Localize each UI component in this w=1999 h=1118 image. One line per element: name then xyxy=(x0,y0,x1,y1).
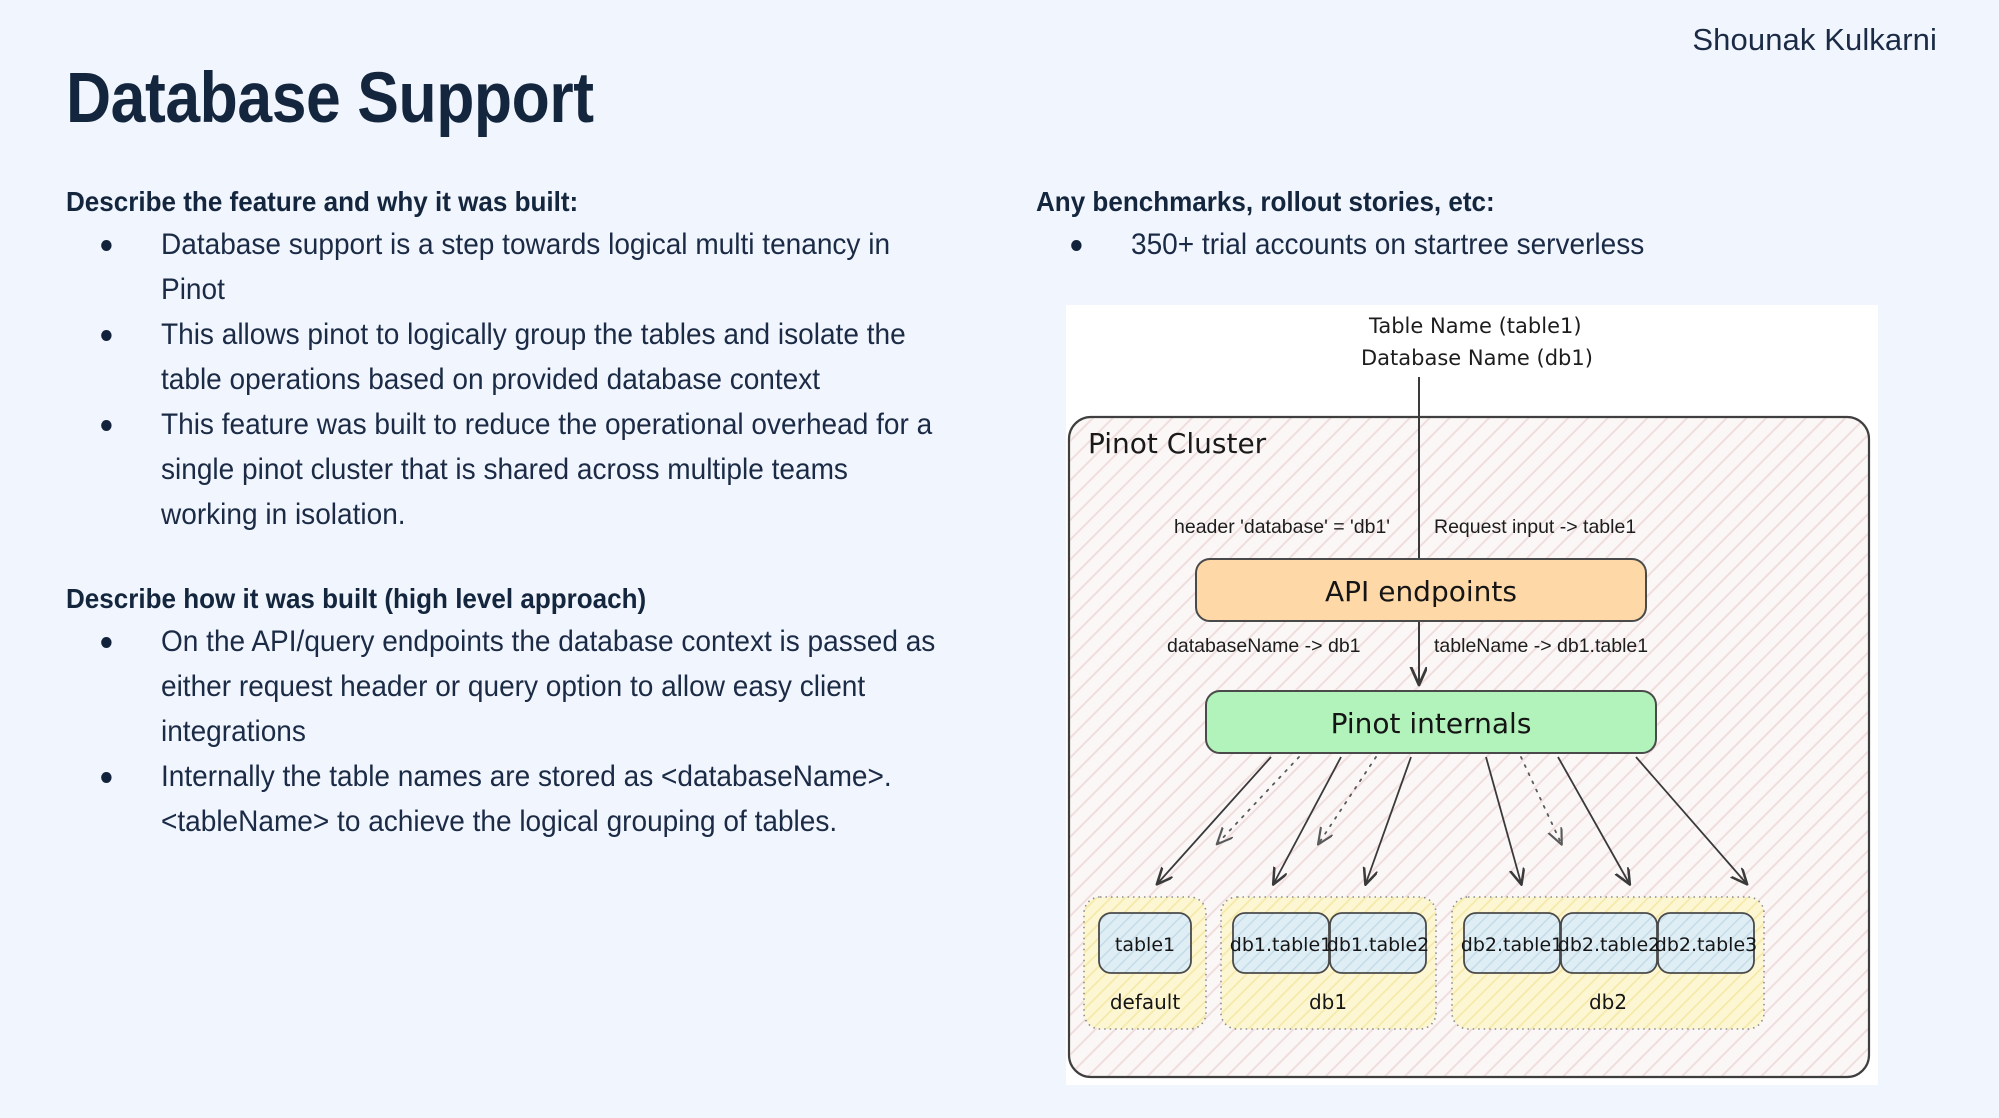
list-item: Internally the table names are stored as… xyxy=(66,754,950,844)
api-endpoints-box xyxy=(1195,558,1647,622)
section-spacer xyxy=(66,537,996,583)
table-box-db1-table1 xyxy=(1232,912,1330,974)
right-section-1-heading: Any benchmarks, rollout stories, etc: xyxy=(1036,186,1495,217)
left-column: Describe the feature and why it was buil… xyxy=(66,186,996,844)
table-label: table1 xyxy=(1115,934,1175,956)
bullet-dot-icon xyxy=(101,240,112,251)
label-table-name: Table Name (table1) xyxy=(1368,314,1582,338)
annotation-header-database: header 'database' = 'db1' xyxy=(1174,516,1390,538)
architecture-diagram: Table Name (table1) Database Name (db1) … xyxy=(1066,305,1878,1085)
table-box-default-table1 xyxy=(1098,912,1192,974)
list-item-text: This allows pinot to logically group the… xyxy=(161,318,906,396)
list-item: Database support is a step towards logic… xyxy=(66,222,950,312)
annotation-databasename: databaseName -> db1 xyxy=(1167,635,1361,657)
left-section-1-bullets: Database support is a step towards logic… xyxy=(66,222,996,537)
left-section-2-heading: Describe how it was built (high level ap… xyxy=(66,583,647,614)
dotted-arrow-2 xyxy=(1319,756,1377,843)
list-item-text: Internally the table names are stored as… xyxy=(161,760,892,838)
table-box-db1-table2 xyxy=(1329,912,1427,974)
bullet-dot-icon xyxy=(101,330,112,341)
pinot-internals-box xyxy=(1205,690,1657,754)
table-label: db1.table2 xyxy=(1327,934,1429,956)
page-title: Database Support xyxy=(66,59,594,138)
left-section-1-heading: Describe the feature and why it was buil… xyxy=(66,186,579,217)
left-section-2-bullets: On the API/query endpoints the database … xyxy=(66,619,996,844)
arrow-to-db1-table1 xyxy=(1274,756,1342,883)
pinot-cluster-label: Pinot Cluster xyxy=(1088,427,1267,460)
author-name: Shounak Kulkarni xyxy=(1692,22,1937,57)
bullet-dot-icon xyxy=(101,637,112,648)
table-label: db2.table1 xyxy=(1461,934,1563,956)
list-item-text: Database support is a step towards logic… xyxy=(161,228,891,306)
pinot-internals-label: Pinot internals xyxy=(1331,707,1532,740)
group-label-default: default xyxy=(1110,990,1181,1014)
annotation-request-input: Request input -> table1 xyxy=(1434,516,1636,538)
table-label: db2.table3 xyxy=(1655,934,1757,956)
bullet-dot-icon xyxy=(101,772,112,783)
bullet-dot-icon xyxy=(1071,240,1082,251)
right-section-1-bullets: 350+ trial accounts on startree serverle… xyxy=(1036,222,1936,267)
annotation-tablename: tableName -> db1.table1 xyxy=(1434,635,1648,657)
list-item: This feature was built to reduce the ope… xyxy=(66,402,950,537)
dotted-arrow-3 xyxy=(1520,756,1561,843)
list-item-text: This feature was built to reduce the ope… xyxy=(161,408,933,531)
table-box-db2-table1 xyxy=(1463,912,1561,974)
table-box-db2-table3 xyxy=(1657,912,1755,974)
list-item: This allows pinot to logically group the… xyxy=(66,312,950,402)
right-column: Any benchmarks, rollout stories, etc: 35… xyxy=(1036,186,1936,267)
arrow-to-db2-table3 xyxy=(1635,756,1746,883)
table-label: db2.table2 xyxy=(1558,934,1660,956)
dotted-arrow-1 xyxy=(1218,756,1300,843)
list-item: 350+ trial accounts on startree serverle… xyxy=(1036,222,1891,267)
group-label-db1: db1 xyxy=(1309,990,1347,1014)
arrow-to-db1-table2 xyxy=(1366,756,1412,883)
list-item-text: On the API/query endpoints the database … xyxy=(161,625,936,748)
table-box-db2-table2 xyxy=(1560,912,1658,974)
label-database-name: Database Name (db1) xyxy=(1361,346,1593,370)
list-item-text: 350+ trial accounts on startree serverle… xyxy=(1131,228,1645,261)
arrow-to-default-table1 xyxy=(1158,756,1272,883)
arrow-to-db2-table2 xyxy=(1557,756,1629,883)
table-label: db1.table1 xyxy=(1230,934,1332,956)
list-item: On the API/query endpoints the database … xyxy=(66,619,950,754)
api-endpoints-label: API endpoints xyxy=(1325,575,1517,608)
arrow-to-db2-table1 xyxy=(1485,756,1521,883)
group-label-db2: db2 xyxy=(1589,990,1627,1014)
bullet-dot-icon xyxy=(101,420,112,431)
